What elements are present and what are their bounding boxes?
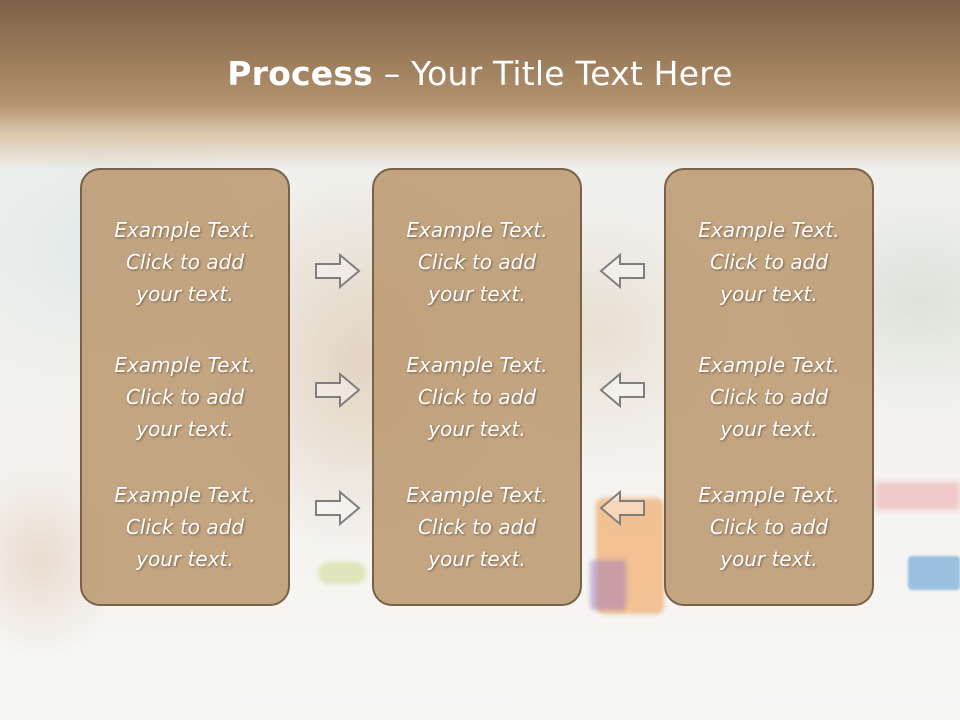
text-line: your text. — [428, 282, 526, 306]
text-line: Example Text. — [114, 483, 256, 507]
arrow-right-icon[interactable] — [314, 370, 362, 410]
text-placeholder[interactable]: Example Text. Click to add your text. — [374, 214, 580, 310]
text-placeholder[interactable]: Example Text. Click to add your text. — [374, 349, 580, 445]
arrow-right-icon[interactable] — [314, 488, 362, 528]
text-line: your text. — [136, 417, 234, 441]
arrow-left-icon[interactable] — [598, 251, 646, 291]
text-line: Example Text. — [114, 353, 256, 377]
text-line: Example Text. — [406, 353, 548, 377]
left-text-panel[interactable]: Example Text. Click to add your text. Ex… — [80, 168, 290, 606]
title-rest: – Your Title Text Here — [373, 54, 733, 93]
text-line: Example Text. — [698, 353, 840, 377]
text-line: Example Text. — [114, 218, 256, 242]
text-line: Example Text. — [406, 483, 548, 507]
text-line: Click to add — [709, 515, 829, 539]
text-line: Click to add — [125, 515, 245, 539]
text-line: your text. — [136, 547, 234, 571]
right-text-panel[interactable]: Example Text. Click to add your text. Ex… — [664, 168, 874, 606]
slide-title[interactable]: Process – Your Title Text Here — [0, 54, 960, 93]
text-line: Click to add — [417, 385, 537, 409]
text-placeholder[interactable]: Example Text. Click to add your text. — [666, 214, 872, 310]
background-toy — [318, 562, 366, 584]
text-line: Example Text. — [698, 218, 840, 242]
text-line: Click to add — [709, 250, 829, 274]
arrow-left-icon[interactable] — [598, 370, 646, 410]
text-line: your text. — [136, 282, 234, 306]
text-line: your text. — [720, 547, 818, 571]
text-line: Example Text. — [406, 218, 548, 242]
text-line: Click to add — [709, 385, 829, 409]
background-toy — [590, 560, 626, 610]
text-line: Click to add — [417, 250, 537, 274]
text-line: Example Text. — [698, 483, 840, 507]
text-placeholder[interactable]: Example Text. Click to add your text. — [82, 479, 288, 575]
text-line: your text. — [428, 417, 526, 441]
text-line: Click to add — [125, 385, 245, 409]
text-placeholder[interactable]: Example Text. Click to add your text. — [82, 349, 288, 445]
header-band — [0, 0, 960, 170]
arrow-left-icon[interactable] — [598, 488, 646, 528]
text-placeholder[interactable]: Example Text. Click to add your text. — [666, 349, 872, 445]
title-bold: Process — [227, 54, 374, 93]
text-placeholder[interactable]: Example Text. Click to add your text. — [666, 479, 872, 575]
background-toy — [908, 556, 960, 590]
text-placeholder[interactable]: Example Text. Click to add your text. — [374, 479, 580, 575]
background-toy — [875, 482, 960, 510]
text-line: Click to add — [125, 250, 245, 274]
middle-text-panel[interactable]: Example Text. Click to add your text. Ex… — [372, 168, 582, 606]
text-line: your text. — [720, 282, 818, 306]
text-line: Click to add — [417, 515, 537, 539]
text-line: your text. — [428, 547, 526, 571]
text-line: your text. — [720, 417, 818, 441]
arrow-right-icon[interactable] — [314, 251, 362, 291]
background-toy — [596, 498, 664, 614]
text-placeholder[interactable]: Example Text. Click to add your text. — [82, 214, 288, 310]
